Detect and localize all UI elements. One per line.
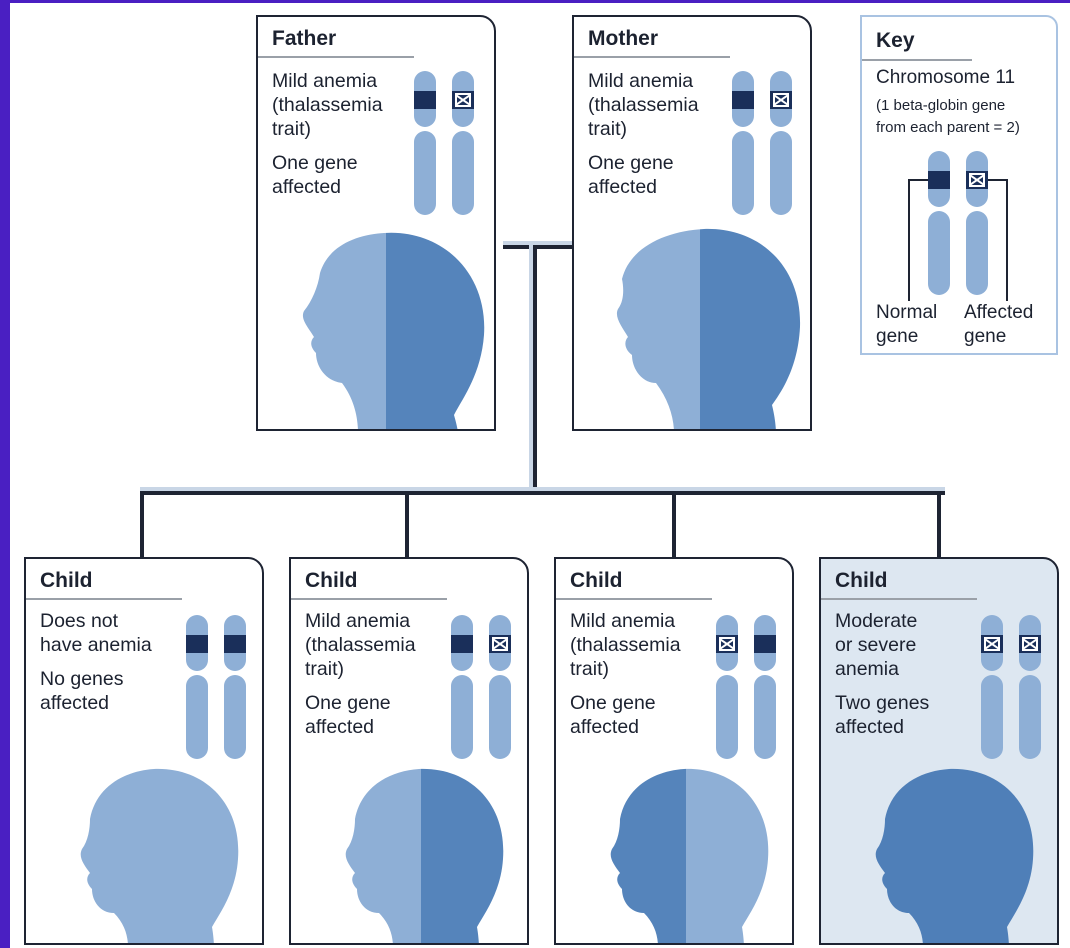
parent-connector-shadow xyxy=(503,241,573,245)
child-2-title: Child xyxy=(305,569,358,592)
child-drop-3 xyxy=(672,491,676,561)
child-2-condition-3: trait) xyxy=(305,658,344,680)
title-rule xyxy=(26,598,182,600)
title-rule xyxy=(821,598,977,600)
normal-pointer-vertical xyxy=(908,179,910,301)
child-1-genes-2: affected xyxy=(40,692,110,714)
descent-line xyxy=(533,245,537,493)
child-4-head-silhouette xyxy=(875,768,1034,943)
title-rule xyxy=(574,56,730,58)
key-title: Key xyxy=(876,29,915,52)
child-3-genes-1: One gene xyxy=(570,692,656,714)
affected-pointer-horizontal xyxy=(988,179,1008,181)
parent-connector xyxy=(503,245,573,249)
child-3-condition-3: trait) xyxy=(570,658,609,680)
key-note-1: (1 beta-globin gene xyxy=(876,97,1006,114)
child-4-condition-3: anemia xyxy=(835,658,899,680)
key-affected-label-1: Affected xyxy=(964,302,1034,323)
child-1-title: Child xyxy=(40,569,93,592)
father-condition-2: (thalassemia xyxy=(272,94,383,116)
child-1-genes-1: No genes xyxy=(40,668,124,690)
title-rule xyxy=(291,598,447,600)
father-genes-2: affected xyxy=(272,176,342,198)
child-card-4: Child Moderate or severe anemia Two gene… xyxy=(819,557,1059,945)
mother-card: Mother Mild anemia (thalassemia trait) O… xyxy=(572,15,812,431)
child-3-head-silhouette xyxy=(610,768,769,943)
title-rule xyxy=(556,598,712,600)
father-genes-1: One gene xyxy=(272,152,358,174)
child-drop-4 xyxy=(937,491,941,561)
father-head-silhouette xyxy=(302,232,485,429)
key-note-2: from each parent = 2) xyxy=(876,119,1020,136)
father-condition-3: trait) xyxy=(272,118,311,140)
child-2-head-silhouette xyxy=(345,768,504,943)
father-title: Father xyxy=(272,27,337,50)
child-drop-2 xyxy=(405,491,409,561)
mother-condition-2: (thalassemia xyxy=(588,94,699,116)
affected-pointer-vertical xyxy=(1006,179,1008,301)
mother-genes-2: affected xyxy=(588,176,658,198)
descent-line-shadow xyxy=(529,245,533,493)
child-1-condition-1: Does not xyxy=(40,610,119,632)
child-4-genes-1: Two genes xyxy=(835,692,930,714)
title-rule xyxy=(258,56,414,58)
child-2-genes-1: One gene xyxy=(305,692,391,714)
sibling-line-shadow xyxy=(140,487,945,491)
key-normal-label-1: Normal xyxy=(876,302,938,323)
child-4-condition-1: Moderate xyxy=(835,610,918,632)
child-3-condition-1: Mild anemia xyxy=(570,610,676,632)
key-affected-label-2: gene xyxy=(964,326,1007,347)
child-card-3: Child Mild anemia (thalassemia trait) On… xyxy=(554,557,794,945)
sibling-line xyxy=(140,491,945,495)
child-2-condition-2: (thalassemia xyxy=(305,634,416,656)
child-1-head-silhouette xyxy=(80,768,239,943)
child-4-title: Child xyxy=(835,569,888,592)
key-chromosome-label: Chromosome 11 xyxy=(876,67,1016,88)
key-panel: Key Chromosome 11 (1 beta-globin gene fr… xyxy=(860,15,1058,355)
normal-pointer-horizontal xyxy=(908,179,928,181)
child-3-title: Child xyxy=(570,569,623,592)
mother-condition-3: trait) xyxy=(588,118,627,140)
mother-title: Mother xyxy=(588,27,658,50)
child-3-condition-2: (thalassemia xyxy=(570,634,681,656)
child-3-genes-2: affected xyxy=(570,716,640,738)
child-card-1: Child Does not have anemia No genes affe… xyxy=(24,557,264,945)
child-2-condition-1: Mild anemia xyxy=(305,610,411,632)
child-4-genes-2: affected xyxy=(835,716,905,738)
child-2-genes-2: affected xyxy=(305,716,375,738)
mother-head-silhouette xyxy=(616,228,801,429)
key-rule xyxy=(862,59,972,61)
mother-condition-1: Mild anemia xyxy=(588,70,694,92)
child-drop-1 xyxy=(140,491,144,561)
child-4-condition-2: or severe xyxy=(835,634,917,656)
child-1-condition-2: have anemia xyxy=(40,634,152,656)
father-card: Father Mild anemia (thalassemia trait) O… xyxy=(256,15,496,431)
mother-genes-1: One gene xyxy=(588,152,674,174)
child-card-2: Child Mild anemia (thalassemia trait) On… xyxy=(289,557,529,945)
diagram-canvas: Father Mild anemia (thalassemia trait) O… xyxy=(10,3,1070,948)
key-normal-label-2: gene xyxy=(876,326,919,347)
father-condition-1: Mild anemia xyxy=(272,70,378,92)
